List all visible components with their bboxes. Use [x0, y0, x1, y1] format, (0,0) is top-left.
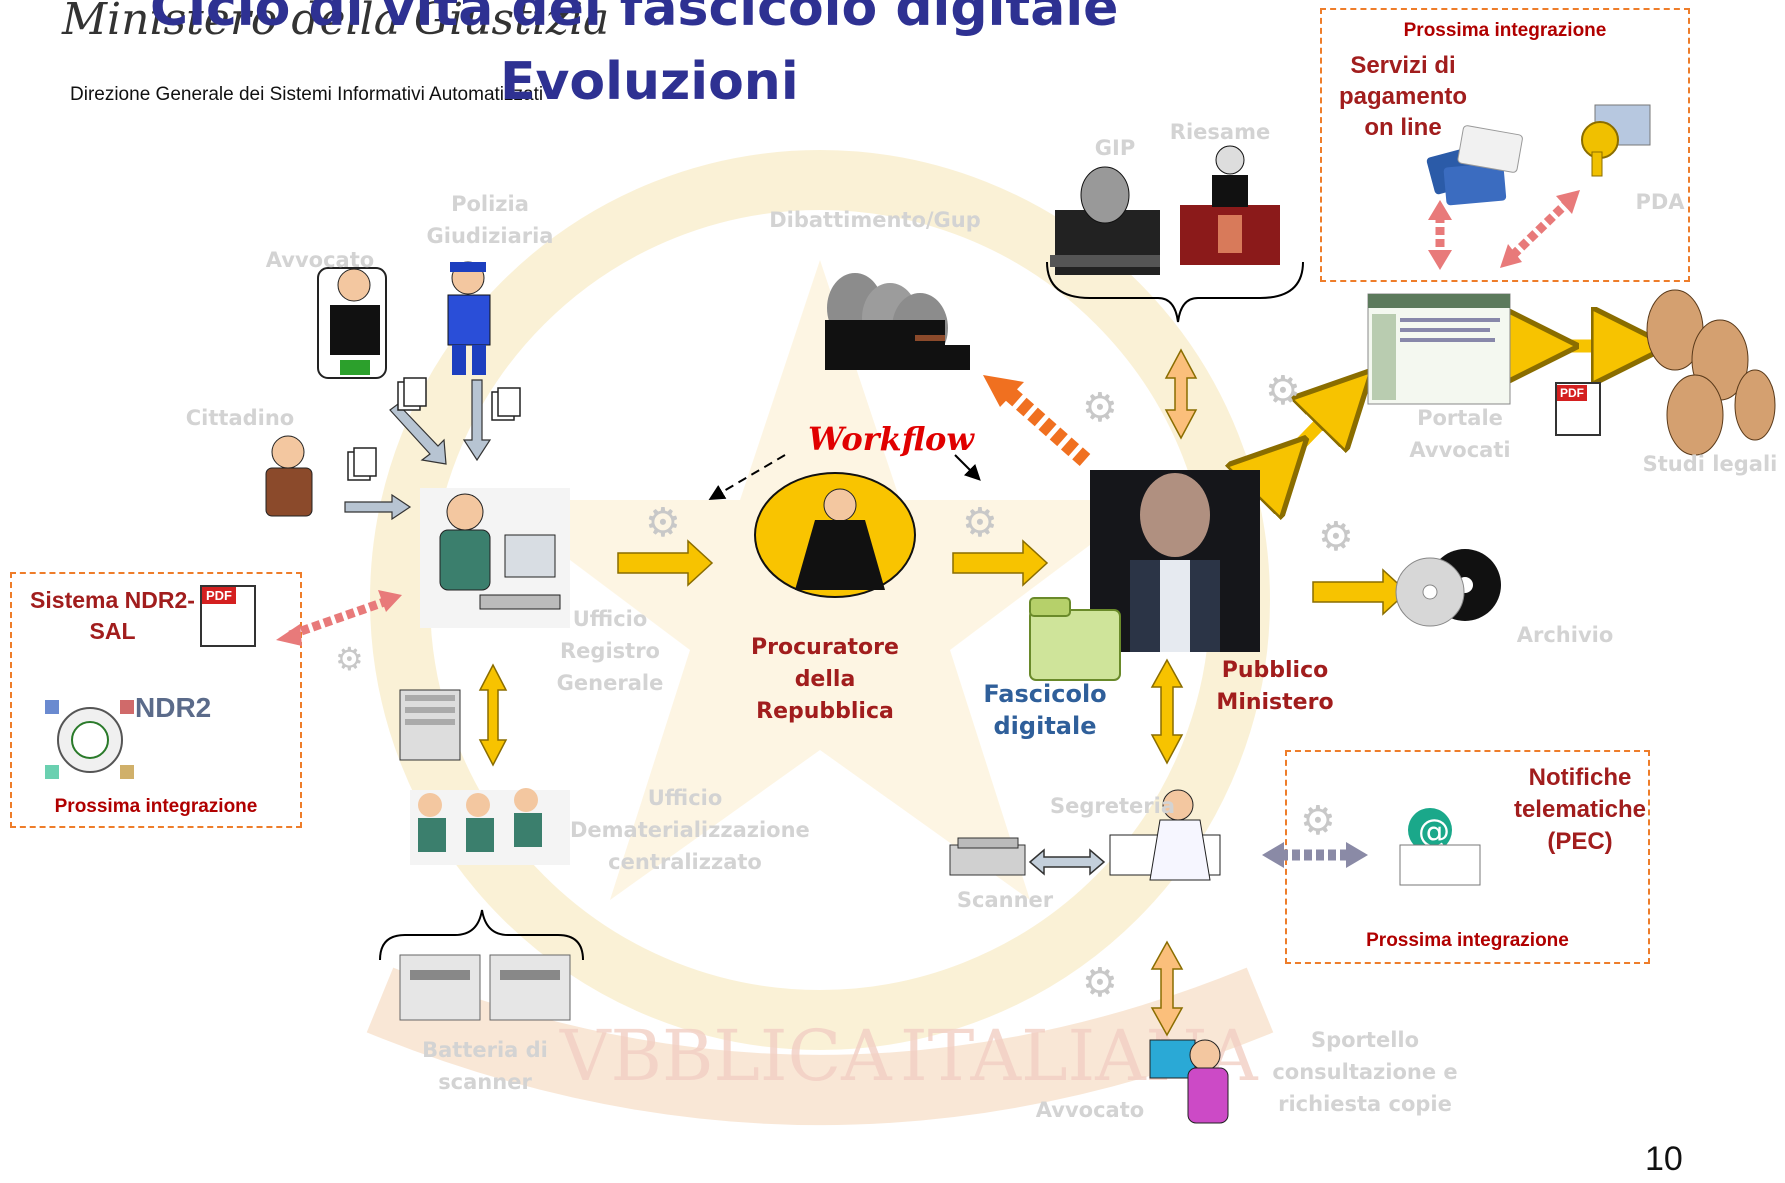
gear-icon: ⚙ [962, 501, 998, 545]
label-ufficio-demat: Ufficio Dematerializzazione centralizzat… [570, 786, 810, 874]
arrow-polizia-registro [462, 379, 492, 462]
label-portale-avvocati: Portale Avvocati [1409, 406, 1511, 462]
pdf-icon: PDF [200, 585, 256, 647]
arrow-workflow-right [954, 454, 981, 481]
ndr-box [10, 572, 302, 828]
avvocato-icon [317, 267, 387, 379]
segreteria-icon [1109, 789, 1221, 881]
brace-scanners [379, 909, 584, 961]
gear-icon: ⚙ [1082, 386, 1118, 430]
payments-box-title: Servizi di pagamento on line [1338, 52, 1467, 141]
label-cittadino: Cittadino [185, 406, 295, 430]
cittadino-icon [265, 435, 313, 517]
gear-icon: ⚙ [1300, 799, 1336, 843]
credit-cards-icon [1426, 125, 1523, 206]
brace-gip-riesame [1046, 261, 1304, 323]
ndr2-logo: NDR2 [135, 692, 212, 723]
judges-icon [825, 273, 970, 370]
svg-text:@: @ [1418, 812, 1450, 850]
label-sportello: Sportello consultazione e richiesta copi… [1272, 1028, 1458, 1116]
page-number: 10 [1645, 1140, 1683, 1178]
pec-box-footer: Prossima integrazione [1366, 930, 1569, 951]
label-pda: PDA [1635, 190, 1685, 214]
pdf-icon: PDF [1555, 382, 1601, 436]
pdf-icon-tag: PDF [1557, 385, 1587, 401]
studi-legali-icon [1646, 289, 1776, 456]
gear-icon: ⚙ [1318, 515, 1354, 559]
gear-icon: ⚙ [335, 641, 364, 677]
ndr-box-footer: Prossima integrazione [54, 796, 258, 817]
label-dibattimento: Dibattimento/Gup [769, 208, 981, 232]
payments-box [1320, 8, 1690, 282]
label-gip: GIP [1094, 136, 1136, 160]
folder-icon [1029, 597, 1121, 681]
document-icon [347, 377, 521, 481]
label-procuratore: Procuratore della Repubblica [751, 635, 899, 724]
pdf-icon-tag: PDF [202, 587, 236, 604]
polizia-icon [447, 261, 491, 375]
arrow-avvocato-registro [389, 403, 447, 465]
label-scanner: Scanner [956, 888, 1054, 912]
arrow-pm-dibattimento [983, 375, 1024, 407]
gip-icon [1050, 166, 1160, 275]
arrow-ndr-registro [288, 595, 392, 640]
ndr-crest-icon [45, 700, 134, 779]
label-pubblico-ministero: Pubblico Ministero [1216, 658, 1334, 715]
slide-title: Ciclo di vita del fascicolo digitale [150, 0, 1119, 38]
procuratore-icon [754, 472, 916, 598]
key-icon [1581, 104, 1651, 177]
label-avvocato-sportello: Avvocato [1035, 1098, 1145, 1122]
label-archivio: Archivio [1516, 623, 1614, 647]
pec-box-title: Notifiche telematiche (PEC) [1513, 764, 1647, 855]
payments-box-header: Prossima integrazione [1403, 20, 1607, 41]
slide-subtitle: Evoluzioni [500, 52, 799, 112]
arrow-registro-demat [478, 663, 508, 767]
arrow-procuratore-to-pm [952, 539, 1049, 587]
label-riesame: Riesame [1169, 120, 1271, 144]
arrow-registro-to-procuratore [617, 539, 714, 587]
arrow-segreteria-sportello [1150, 940, 1184, 1037]
portale-screenshot [1367, 293, 1511, 405]
flatbed-scanner-icon [949, 837, 1026, 876]
label-studi-legali: Studi legali [1642, 452, 1778, 476]
arrow-pm-portale [1280, 398, 1345, 465]
scanners-icon [399, 954, 571, 1021]
demat-operators-icon [410, 788, 570, 865]
arrow-pm-to-archivio [1312, 568, 1409, 616]
label-ufficio-registro: Ufficio Registro Generale [556, 607, 664, 695]
directorate-name: Direzione Generale dei Sistemi Informati… [70, 84, 544, 105]
arrow-payments-portale-2 [1506, 196, 1574, 262]
archivio-cd-icon [1395, 549, 1501, 627]
arrow-pm-segreteria [1150, 658, 1184, 765]
pec-email-icon: @ [1399, 808, 1481, 886]
label-workflow: Workflow [808, 420, 974, 458]
gear-icon: ⚙ [1082, 961, 1118, 1005]
arrow-cittadino-registro [344, 493, 412, 521]
arrow-scanner-segreteria [1028, 848, 1106, 876]
arrow-pm-gip [1164, 348, 1198, 440]
label-polizia-giudiziaria: Polizia Giudiziaria [426, 192, 554, 248]
label-batteria-scanner: Batteria di scanner [422, 1038, 548, 1094]
ministry-name: Ministero della Giustizia [62, 0, 610, 45]
sportello-avvocato-icon [1149, 1039, 1229, 1124]
gear-icon: ⚙ [1265, 369, 1301, 413]
registro-operator-icon [420, 488, 570, 628]
riesame-icon [1180, 145, 1280, 265]
svg-text:VBBLICA: VBBLICA [559, 1015, 893, 1097]
label-avvocato: Avvocato [265, 248, 375, 272]
label-fascicolo-digitale: Fascicolo digitale [983, 680, 1107, 740]
ndr-box-title: Sistema NDR2-SAL [30, 587, 195, 644]
gear-icon: ⚙ [645, 501, 681, 545]
label-segreteria: Segreteria [1050, 794, 1176, 818]
paper-stack-icon [399, 689, 461, 761]
